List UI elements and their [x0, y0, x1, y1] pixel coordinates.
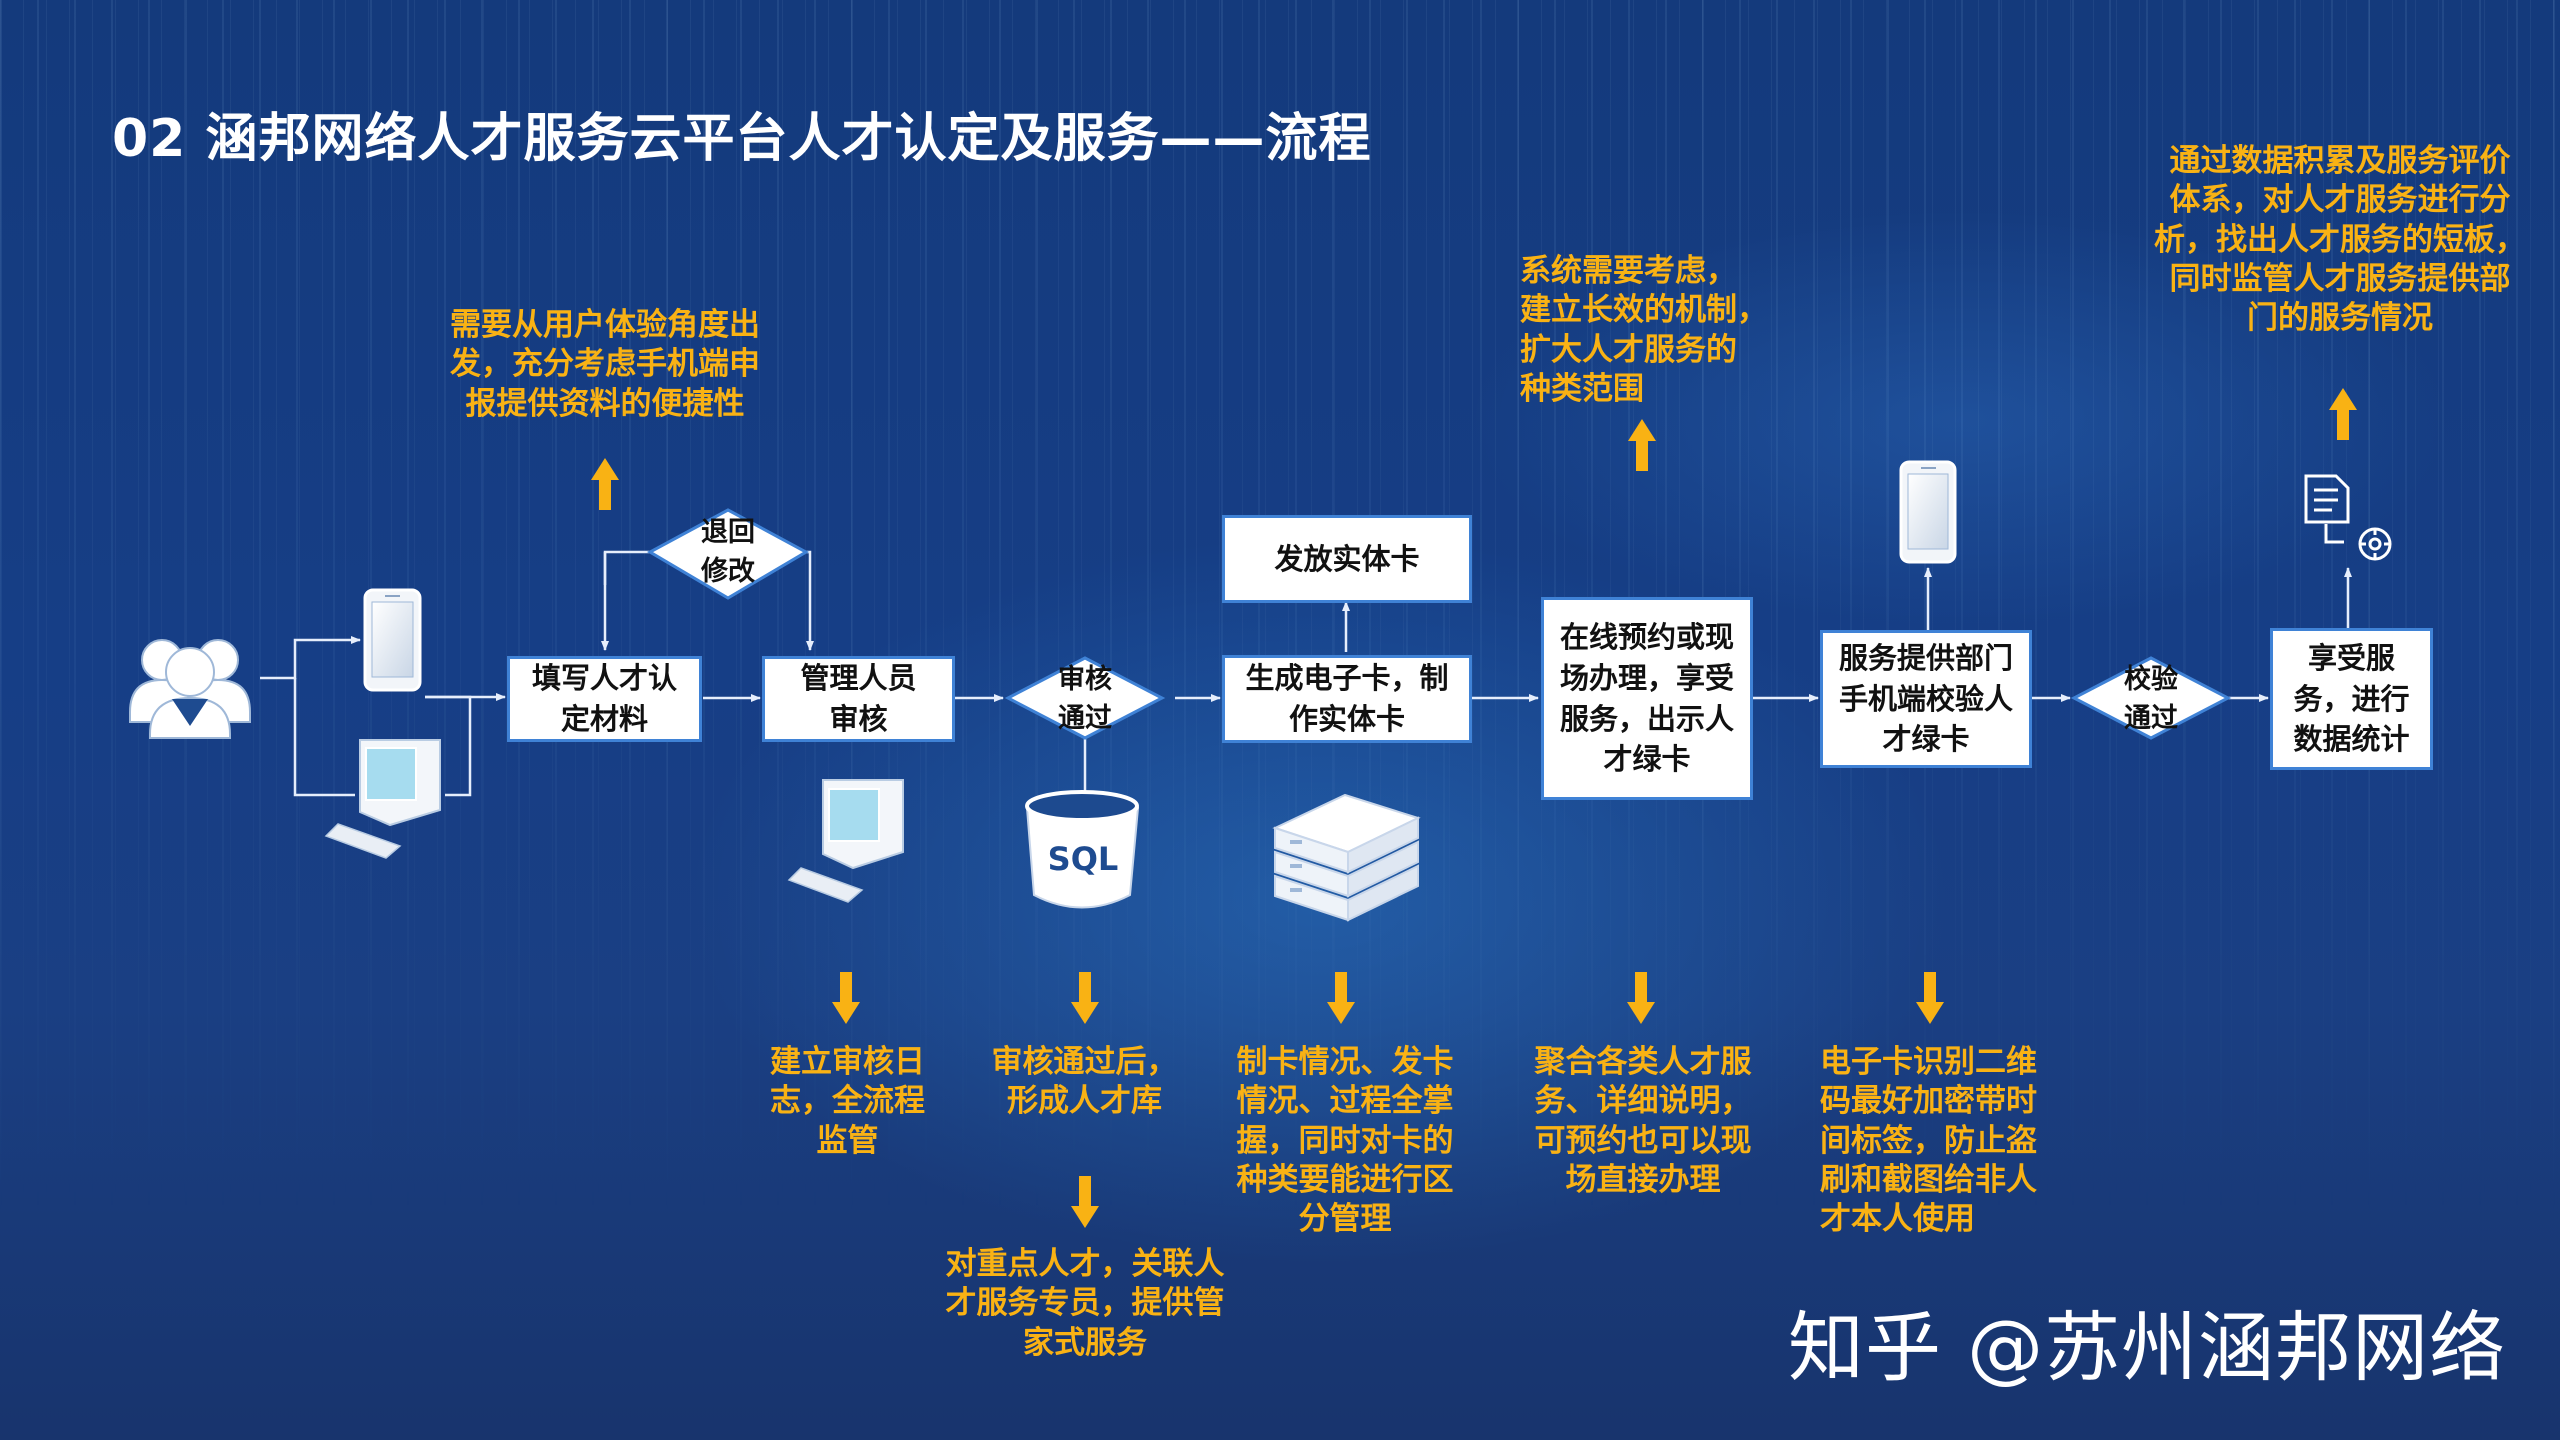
note-card-management: 制卡情况、发卡 情况、过程全掌 握，同时对卡的 种类要能进行区 分管理 [1236, 1044, 1454, 1238]
note-data-analysis: 通过数据积累及服务评价 体系，对人才服务进行分 析，找出人才服务的短板， 同时监… [2154, 143, 2526, 337]
note-aggregate-services: 聚合各类人才服 务、详细说明， 可预约也可以现 场直接办理 [1534, 1044, 1752, 1199]
report-analytics-icon [2304, 474, 2392, 561]
smartphone-icon-verify [1899, 460, 1957, 564]
decision-verify-passed-label: 校验 通过 [2124, 664, 2178, 735]
node-generate-card: 生成电子卡，制 作实体卡 [1222, 655, 1472, 743]
decision-return-modify [646, 508, 810, 600]
page-title: 02 涵邦网络人才服务云平台人才认定及服务——流程 [112, 109, 1372, 169]
arrow-up-data-analysis [2329, 388, 2357, 440]
decision-return-modify-label: 退回 修改 [701, 517, 755, 588]
desktop-computer-icon [324, 739, 441, 859]
node-issue-card: 发放实体卡 [1222, 515, 1472, 603]
arrow-down-aggregate [1627, 972, 1655, 1024]
note-long-term-mechanism: 系统需要考虑， 建立长效的机制， 扩大人才服务的 种类范围 [1520, 253, 1768, 408]
node-enjoy-service-label: 享受服 务，进行 数据统计 [2293, 641, 2410, 757]
server-rack-icon [1272, 793, 1421, 922]
node-generate-card-label: 生成电子卡，制 作实体卡 [1245, 661, 1449, 736]
desktop-computer-icon-audit [787, 779, 904, 903]
note-talent-pool: 审核通过后， 形成人才库 [991, 1044, 1178, 1120]
node-enjoy-service: 享受服 务，进行 数据统计 [2270, 628, 2433, 770]
decision-review-passed [1004, 656, 1166, 740]
decision-verify-passed [2070, 656, 2232, 740]
arrow-down-card-mgmt [1327, 972, 1355, 1024]
arrow-down-qr [1916, 972, 1944, 1024]
node-fill-materials-label: 填写人才认 定材料 [531, 661, 677, 736]
sql-database-icon: SQL [1025, 790, 1140, 909]
node-dept-verify: 服务提供部门 手机端校验人 才绿卡 [1820, 630, 2032, 768]
node-issue-card-label: 发放实体卡 [1274, 541, 1420, 576]
note-audit-log: 建立审核日 志，全流程 监管 [770, 1044, 925, 1159]
node-admin-review: 管理人员 审核 [762, 656, 955, 742]
node-fill-materials: 填写人才认 定材料 [507, 656, 702, 742]
arrow-up-ux [591, 458, 619, 510]
smartphone-icon [363, 588, 422, 692]
users-group-icon [129, 639, 251, 739]
node-online-booking-label: 在线预约或现 场办理，享受 服务，出示人 才绿卡 [1559, 620, 1734, 777]
note-ux-convenience: 需要从用户体验角度出 发，充分考虑手机端申 报提供资料的便捷性 [450, 307, 760, 422]
arrow-up-long-term [1628, 419, 1656, 471]
watermark: 知乎 @苏州涵邦网络 [1788, 1303, 2507, 1392]
note-qr-security: 电子卡识别二维 码最好加密带时 间标签，防止盗 刷和截图给非人 才本人使用 [1820, 1044, 2037, 1238]
note-butler-service: 对重点人才，关联人 才服务专员，提供管 家式服务 [945, 1246, 1225, 1361]
arrow-down-butler [1071, 1176, 1099, 1228]
node-admin-review-label: 管理人员 审核 [800, 661, 917, 736]
node-online-booking: 在线预约或现 场办理，享受 服务，出示人 才绿卡 [1541, 597, 1753, 800]
arrow-down-audit-log [832, 972, 860, 1024]
arrow-down-talent-pool [1071, 972, 1099, 1024]
svg-text:SQL: SQL [1048, 840, 1119, 878]
decision-review-passed-label: 审核 通过 [1058, 664, 1112, 735]
node-dept-verify-label: 服务提供部门 手机端校验人 才绿卡 [1838, 641, 2013, 757]
